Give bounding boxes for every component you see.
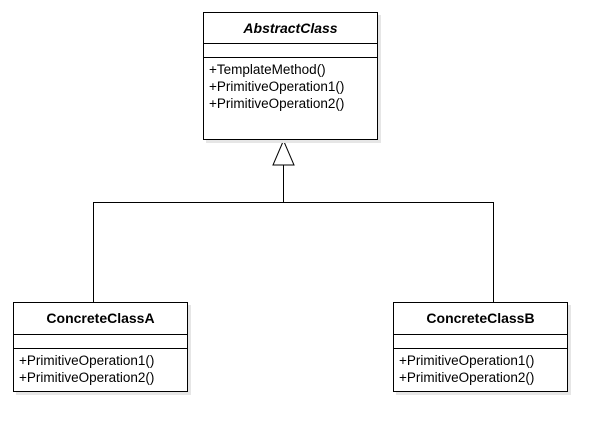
operation-primitive-1: +PrimitiveOperation1() bbox=[399, 353, 535, 368]
concrete-class-b-operations: +PrimitiveOperation1() +PrimitiveOperati… bbox=[394, 349, 567, 386]
abstract-class-name: AbstractClass bbox=[204, 13, 377, 44]
operation-primitive-2: +PrimitiveOperation2() bbox=[209, 96, 345, 111]
abstract-class-box[interactable]: AbstractClass +TemplateMethod() +Primiti… bbox=[203, 12, 378, 140]
concrete-class-a-operations: +PrimitiveOperation1() +PrimitiveOperati… bbox=[14, 349, 187, 386]
concrete-class-a-name: ConcreteClassA bbox=[14, 303, 187, 335]
concrete-class-a-attributes bbox=[14, 335, 187, 349]
operation-primitive-2: +PrimitiveOperation2() bbox=[19, 370, 155, 385]
concrete-class-b-name: ConcreteClassB bbox=[394, 303, 567, 335]
concrete-class-b-attributes bbox=[394, 335, 567, 349]
abstract-class-attributes bbox=[204, 44, 377, 58]
inheritance-line-b bbox=[283, 202, 494, 302]
operation-primitive-1: +PrimitiveOperation1() bbox=[209, 79, 345, 94]
abstract-class-operations: +TemplateMethod() +PrimitiveOperation1()… bbox=[204, 58, 377, 112]
generalization-arrowhead-icon bbox=[272, 139, 295, 166]
operation-template-method: +TemplateMethod() bbox=[209, 62, 326, 77]
inheritance-line-a bbox=[93, 165, 284, 302]
concrete-class-b-box[interactable]: ConcreteClassB +PrimitiveOperation1() +P… bbox=[393, 302, 568, 392]
operation-primitive-1: +PrimitiveOperation1() bbox=[19, 353, 155, 368]
concrete-class-a-box[interactable]: ConcreteClassA +PrimitiveOperation1() +P… bbox=[13, 302, 188, 392]
operation-primitive-2: +PrimitiveOperation2() bbox=[399, 370, 535, 385]
